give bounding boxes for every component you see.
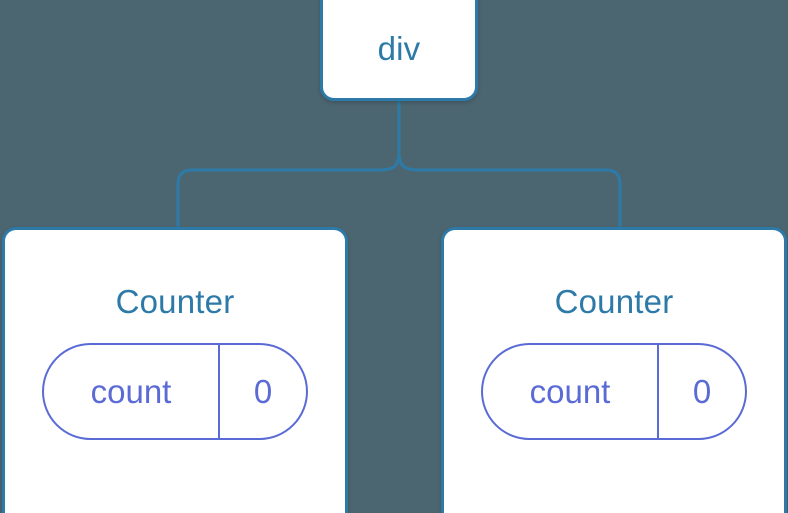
node-counter-left-label: Counter — [115, 283, 235, 320]
state-pill-right[interactable]: count 0 — [481, 343, 747, 440]
node-div[interactable]: div — [320, 0, 478, 101]
state-key-left: count — [90, 373, 172, 410]
node-div-label: div — [377, 30, 421, 67]
state-value-right: 0 — [692, 373, 712, 410]
state-divider-right — [657, 345, 659, 438]
connector-branch-left — [176, 150, 401, 229]
connector-branch-right — [397, 150, 622, 229]
state-key-right: count — [529, 373, 611, 410]
node-counter-right[interactable]: Counter count 0 — [441, 227, 787, 513]
state-divider-left — [218, 345, 220, 438]
state-pill-left[interactable]: count 0 — [42, 343, 308, 440]
state-value-left: 0 — [253, 373, 273, 410]
node-counter-left[interactable]: Counter count 0 — [2, 227, 348, 513]
node-counter-right-label: Counter — [554, 283, 674, 320]
